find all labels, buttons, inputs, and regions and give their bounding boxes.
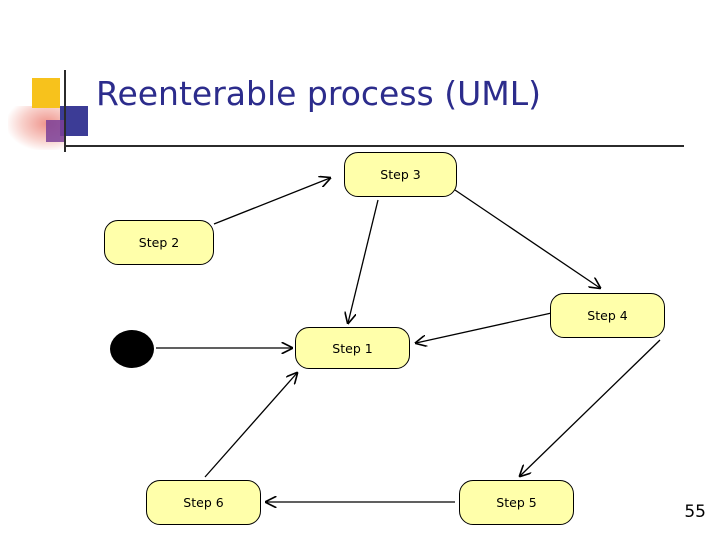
- node-step-4[interactable]: Step 4: [550, 293, 665, 338]
- node-label: Step 3: [380, 167, 421, 182]
- decoration-purple-square: [46, 120, 64, 142]
- edge-step4-to-step5: [520, 339, 661, 476]
- node-step-5[interactable]: Step 5: [459, 480, 574, 525]
- decoration-vertical-rule: [64, 70, 66, 152]
- edge-step3-to-step1: [348, 199, 379, 323]
- node-step-2[interactable]: Step 2: [104, 220, 214, 265]
- node-label: Step 2: [138, 235, 180, 250]
- node-label: Step 5: [496, 495, 537, 510]
- edge-step3-to-step4: [454, 189, 600, 288]
- node-step-1[interactable]: Step 1: [295, 327, 410, 369]
- edge-step1-to-step3: [213, 178, 330, 225]
- diagram-edges: [156, 140, 661, 540]
- slide-title: Reenterable process (UML): [96, 74, 541, 113]
- decoration-horizontal-rule: [64, 145, 684, 147]
- uml-activity-diagram: Step 2 Step 3 Step 4 Step 1 Step 5 Step …: [0, 140, 720, 540]
- node-label: Step 1: [332, 340, 373, 356]
- decoration-yellow-square: [32, 78, 60, 108]
- edge-step4-to-step1: [416, 311, 557, 343]
- node-label: Step 4: [587, 308, 628, 323]
- node-label: Step 6: [183, 495, 224, 510]
- edge-step6-to-step1: [204, 373, 297, 478]
- initial-node: [110, 330, 154, 368]
- node-step-6[interactable]: Step 6: [146, 480, 261, 525]
- slide-number: 55: [684, 502, 706, 522]
- node-step-3[interactable]: Step 3: [344, 152, 457, 197]
